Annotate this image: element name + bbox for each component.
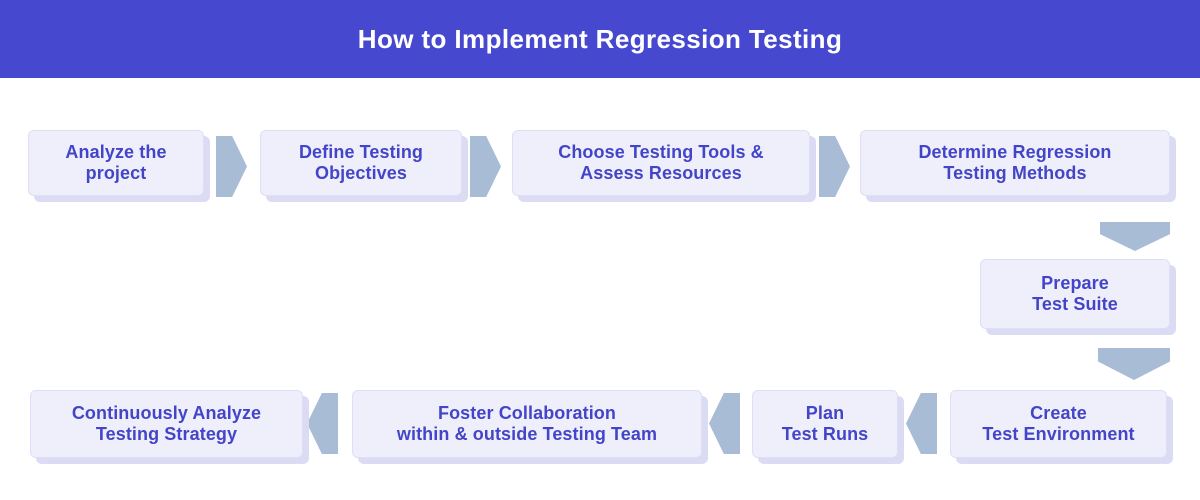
step-box-determine-regression-methods: Determine Regression Testing Methods <box>860 130 1170 196</box>
arrow-right-icon <box>819 136 850 197</box>
step-box-define-testing-objectives: Define Testing Objectives <box>260 130 462 196</box>
arrow-right-icon <box>216 136 247 197</box>
arrow-down-icon <box>1098 348 1170 380</box>
arrow-down-icon <box>1100 222 1170 251</box>
step-box-analyze-project: Analyze the project <box>28 130 204 196</box>
step-box-plan-test-runs: Plan Test Runs <box>752 390 898 458</box>
step-box-continuously-analyze-strategy: Continuously Analyze Testing Strategy <box>30 390 303 458</box>
step-box-foster-collaboration: Foster Collaboration within & outside Te… <box>352 390 702 458</box>
page-title: How to Implement Regression Testing <box>357 23 843 54</box>
arrow-left-icon <box>709 393 740 454</box>
step-box-choose-tools-assess-resources: Choose Testing Tools & Assess Resources <box>512 130 810 196</box>
arrow-left-icon <box>307 393 338 454</box>
step-box-prepare-test-suite: Prepare Test Suite <box>980 259 1170 329</box>
step-box-create-test-environment: Create Test Environment <box>950 390 1167 458</box>
title-banner: How to Implement Regression Testing <box>0 0 1200 78</box>
arrow-right-icon <box>470 136 501 197</box>
arrow-left-icon <box>906 393 937 454</box>
